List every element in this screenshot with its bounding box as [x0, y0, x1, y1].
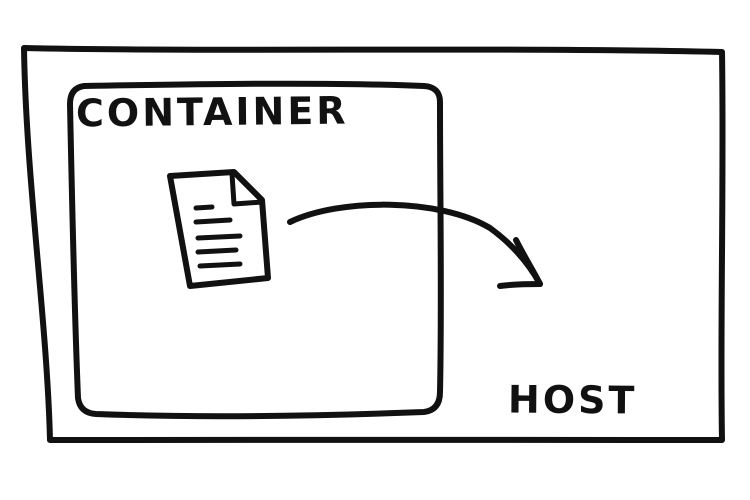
container-label: CONTAINER [75, 88, 349, 136]
arrow-right-icon [287, 201, 543, 289]
document-icon [167, 169, 271, 289]
container-box [67, 80, 444, 420]
host-box [21, 45, 726, 444]
host-label: HOST [507, 377, 638, 423]
